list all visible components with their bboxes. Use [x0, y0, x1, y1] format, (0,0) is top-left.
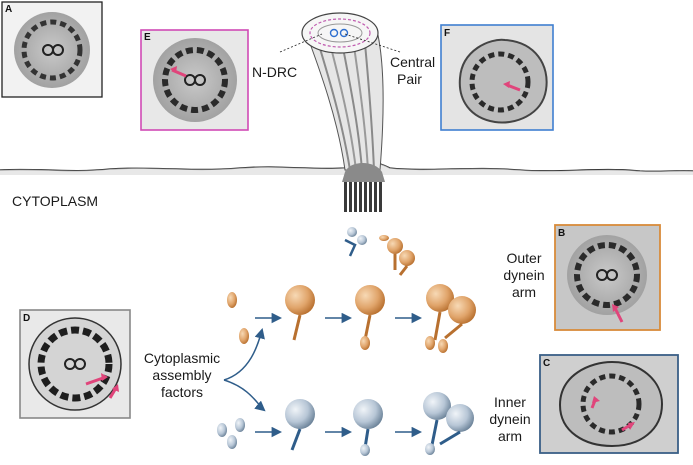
assembly-factors-label-line2: assembly [152, 367, 212, 383]
outer-dynein-complex-top [379, 235, 415, 276]
inner-dynein-pathway [217, 392, 474, 456]
inner-dynein-arm-label-line3: arm [497, 428, 523, 444]
assembly-factors-label-line3: factors [160, 384, 203, 400]
inner-dynein-arm-label-line2: dynein [489, 411, 531, 427]
outer-dynein-arm-label-line1: Outer [506, 250, 542, 266]
panel-b [554, 224, 661, 331]
panel-c-letter: C [543, 358, 551, 369]
central-pair-label-line1: Central [390, 54, 436, 70]
panel-b-letter: B [558, 228, 566, 239]
outer-dynein-arm-label-line3: arm [511, 284, 537, 300]
panel-d-letter: D [23, 313, 31, 324]
inner-dynein-complex-top [344, 227, 367, 257]
panel-d [19, 309, 131, 419]
inner-dynein-arm-label-line1: Inner [494, 394, 526, 410]
ndrc-label: N-DRC [252, 64, 298, 80]
panel-a-letter: A [5, 4, 13, 15]
central-pair-label-line2: Pair [397, 71, 422, 87]
cilium [301, 12, 385, 212]
panel-c [539, 354, 679, 454]
assembly-factors-label-line1: Cytoplasmic [143, 350, 221, 366]
outer-dynein-pathway [227, 284, 476, 353]
panel-f-letter: F [444, 28, 451, 39]
panel-e [140, 29, 249, 131]
panel-e-letter: E [144, 32, 151, 43]
central-pair-leader-line [344, 33, 401, 53]
cytoplasm-label: CYTOPLASM [12, 193, 99, 209]
panel-f [440, 24, 554, 131]
assembly-factor-branch [223, 327, 266, 412]
outer-dynein-arm-label-line2: dynein [503, 267, 545, 283]
panel-a [1, 1, 103, 98]
